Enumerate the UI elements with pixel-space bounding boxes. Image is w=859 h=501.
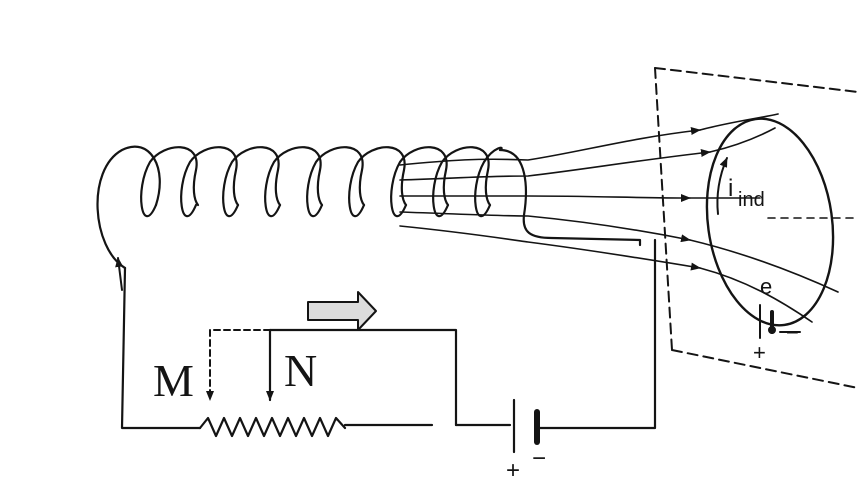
label-ind: ind — [738, 189, 765, 211]
field-line — [699, 267, 813, 323]
induced-current-arrow — [716, 157, 728, 215]
conducting-loop — [705, 117, 859, 327]
coil-loop — [264, 146, 324, 218]
coil-loops — [140, 146, 503, 218]
label-n: N — [284, 345, 317, 396]
coil-loop — [222, 146, 282, 218]
label-electron: e — [760, 274, 772, 299]
coil-loop — [348, 146, 408, 218]
label-cell-plus: + — [753, 340, 766, 365]
label-cell-minus: − — [786, 320, 799, 345]
wire-entry-arrow — [115, 257, 124, 291]
wire-battery-right — [538, 238, 657, 430]
battery — [512, 398, 540, 454]
coil-loop — [432, 146, 492, 218]
dashed-plane — [654, 67, 859, 389]
label-m: M — [153, 355, 194, 406]
circuit-wires — [120, 238, 657, 430]
field-line — [399, 225, 701, 271]
field-line — [689, 239, 839, 293]
movement-arrow — [307, 291, 377, 331]
field-line — [399, 127, 701, 166]
loop-ring — [705, 117, 835, 327]
coil-left-end — [96, 145, 161, 270]
electron-cell — [759, 304, 801, 339]
rheostat — [198, 416, 347, 438]
field-line — [399, 211, 691, 243]
field-line — [399, 193, 691, 202]
wire-left — [120, 266, 202, 430]
solenoid-coil — [96, 145, 642, 270]
electron-dot — [768, 326, 776, 334]
wire-n-top — [268, 328, 458, 427]
slider-m[interactable] — [206, 329, 271, 401]
label-battery-minus: − — [532, 445, 546, 472]
label-i: i — [728, 175, 733, 202]
coil-loop — [306, 146, 366, 218]
field-line — [399, 149, 711, 181]
coil-loop — [180, 146, 240, 218]
coil-loop — [140, 146, 200, 218]
coil-loop — [390, 146, 450, 218]
field-line — [699, 113, 779, 131]
coil-loop — [474, 146, 503, 218]
label-battery-plus: + — [506, 457, 520, 484]
